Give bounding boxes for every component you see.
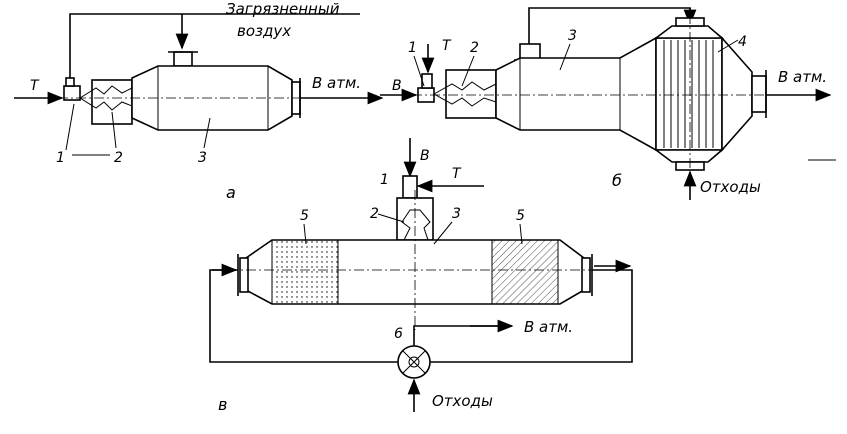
part-3-label: 3 (452, 206, 461, 222)
burner-housing (445, 69, 497, 119)
waste-label: Отходы (700, 178, 761, 196)
part-6-label: 6 (394, 326, 403, 342)
part-5-left-label: 5 (300, 208, 309, 224)
air-label: В (392, 78, 402, 94)
polluted-air-label: Загрязненный (226, 0, 340, 18)
diagram-c: В T В атм. (209, 138, 633, 414)
caption-c: в (218, 395, 227, 414)
regenerator-bed-right (491, 239, 559, 305)
part-3-label: 3 (198, 150, 207, 166)
outlet-label: В атм. (778, 68, 827, 86)
diagram-b: В T В атм. Отходы 1 2 3 4 б (380, 7, 836, 200)
heat-exchanger-tubes (663, 40, 714, 148)
part-2-label: 2 (370, 206, 379, 222)
part-1-label: 1 (408, 40, 417, 56)
part-1-label: 1 (380, 172, 389, 188)
polluted-air-line (69, 13, 360, 80)
outlet-label: В атм. (312, 74, 361, 92)
fuel-label: T (452, 166, 462, 182)
part-2-label: 2 (470, 40, 479, 56)
regenerator-bed-left (271, 239, 339, 305)
caption-a: а (226, 183, 236, 202)
diagram-a: Загрязненный воздух T В атм. 1 2 (14, 0, 384, 202)
part-1-label: 1 (56, 150, 65, 166)
part-5-right-label: 5 (516, 208, 525, 224)
heat-exchanger (655, 37, 723, 151)
fuel-label: T (30, 78, 40, 94)
chamber-nozzle-top (173, 51, 193, 67)
caption-b: б (612, 171, 622, 190)
burner-housing (91, 79, 133, 125)
part-2-label: 2 (114, 150, 123, 166)
loop-line-right (430, 269, 633, 363)
air-label: В (420, 148, 430, 164)
part-3-label: 3 (568, 28, 577, 44)
part-4-label: 4 (738, 34, 747, 50)
waste-label: Отходы (432, 392, 493, 410)
polluted-air-label-2: воздух (237, 22, 291, 40)
outlet-line (413, 325, 510, 346)
outlet-label: В атм. (524, 318, 573, 336)
fuel-label: T (442, 38, 452, 54)
